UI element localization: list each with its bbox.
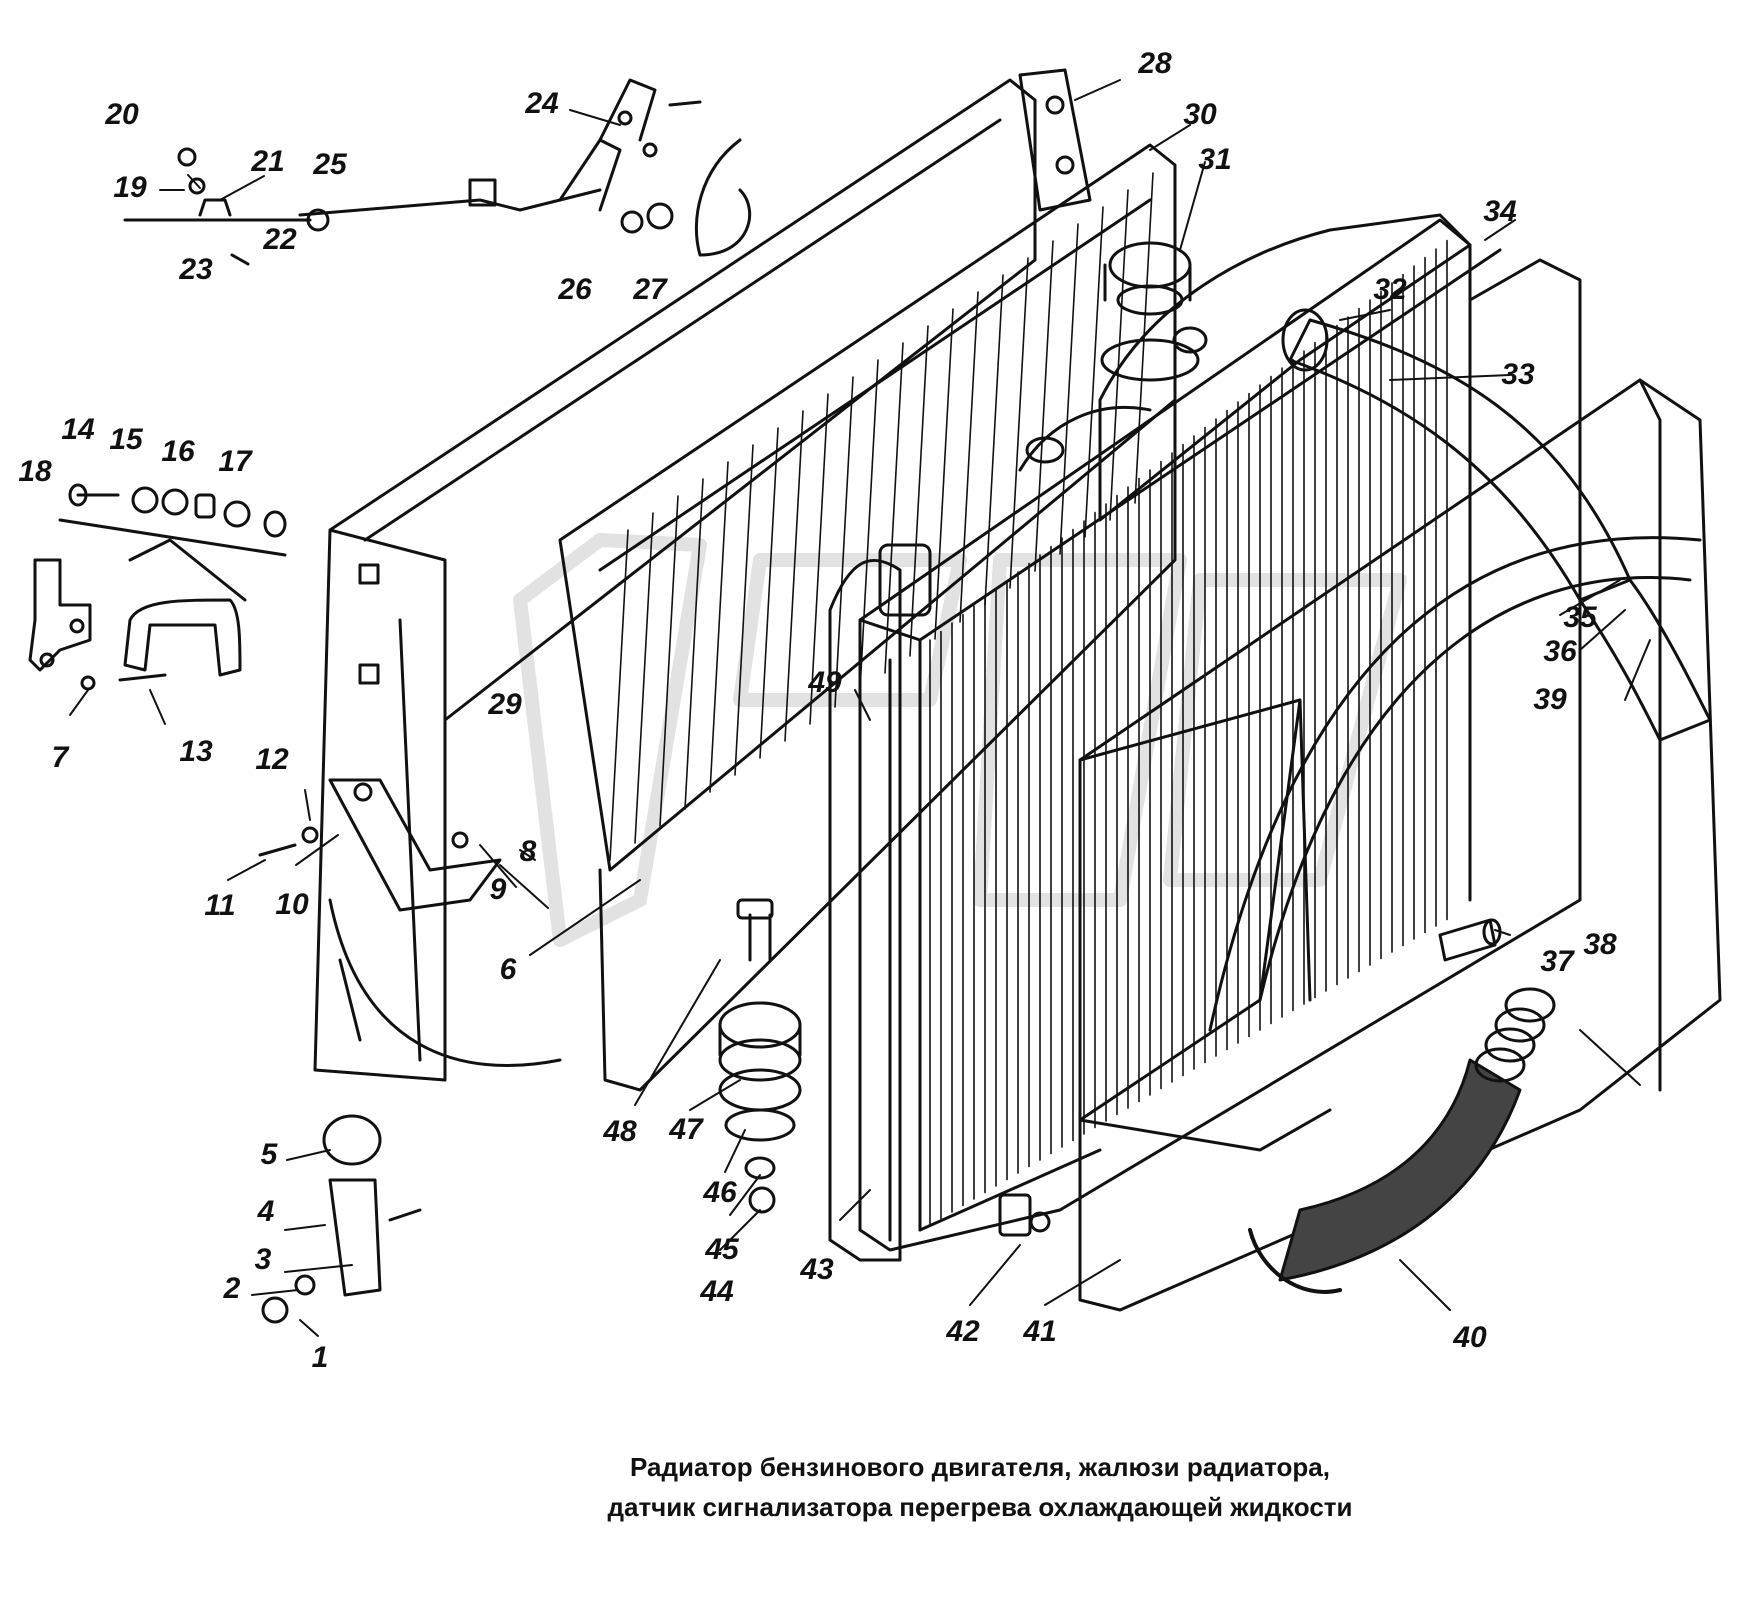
callout-41: 41: [1023, 1315, 1057, 1348]
callout-43: 43: [800, 1253, 834, 1286]
callout-32: 32: [1373, 273, 1407, 306]
header-tank: [1018, 213, 1472, 522]
cushions-48: [718, 898, 802, 1214]
side-plate-44: [828, 543, 932, 1262]
louver-slat: [809, 393, 829, 725]
radiator-core: [858, 218, 1582, 1252]
callout-23: 23: [179, 253, 213, 286]
callout-21: 21: [251, 145, 285, 178]
louver-slat: [684, 478, 704, 810]
bracket-10: [258, 778, 502, 912]
callout-17: 17: [218, 445, 252, 478]
callout-9: 9: [489, 873, 507, 906]
louver-slat: [634, 512, 654, 844]
mount-1-5: [261, 1114, 422, 1324]
callout-13: 13: [179, 735, 213, 768]
callout-44: 44: [700, 1275, 734, 1308]
louver-slat: [859, 359, 879, 691]
callout-19: 19: [113, 171, 147, 204]
caption-line-2: датчик сигнализатора перегрева охлаждающ…: [607, 1492, 1353, 1522]
louver-frame: [313, 78, 1037, 1082]
louver-slat: [609, 529, 629, 861]
callout-11: 11: [204, 889, 236, 922]
louver-slats: [609, 172, 1154, 861]
callout-36: 36: [1543, 635, 1577, 668]
callout-5: 5: [260, 1138, 278, 1171]
callout-22: 22: [263, 223, 297, 256]
callout-27: 27: [633, 273, 667, 306]
callout-48: 48: [603, 1115, 637, 1148]
louver-slat: [834, 376, 854, 708]
caption-line-1: Радиатор бензинового двигателя, жалюзи р…: [630, 1452, 1330, 1482]
callout-26: 26: [558, 273, 592, 306]
callout-7: 7: [51, 741, 69, 774]
callout-35: 35: [1563, 601, 1597, 634]
callout-34: 34: [1483, 195, 1517, 228]
callout-29: 29: [488, 688, 522, 721]
louver-control-cable: [123, 78, 752, 266]
callout-42: 42: [946, 1315, 980, 1348]
louver-slat: [734, 444, 754, 776]
callout-28: 28: [1138, 47, 1172, 80]
bracket-18: [28, 558, 96, 691]
callout-20: 20: [105, 98, 139, 131]
callout-12: 12: [255, 743, 289, 776]
callout-4: 4: [257, 1195, 275, 1228]
louver-slat: [1084, 206, 1104, 538]
louver-slat: [959, 291, 979, 623]
callout-45: 45: [705, 1233, 739, 1266]
callout-39: 39: [1533, 683, 1567, 716]
leader-lines: [69, 79, 1651, 1337]
louver-slat: [1109, 189, 1129, 521]
callout-38: 38: [1583, 928, 1617, 961]
callout-46: 46: [703, 1176, 737, 1209]
louver-slat: [709, 461, 729, 793]
callout-30: 30: [1183, 98, 1217, 131]
upper-hose: [1281, 308, 1712, 742]
callout-18: 18: [18, 455, 52, 488]
louver-slat: [759, 427, 779, 759]
callout-14: 14: [61, 413, 95, 446]
callout-24: 24: [525, 87, 559, 120]
louver-slat: [909, 325, 929, 657]
callout-33: 33: [1501, 358, 1535, 391]
callout-8: 8: [519, 835, 537, 868]
lower-hose: [1248, 1058, 1522, 1294]
strap-17: [118, 598, 242, 682]
bracket-30: [1018, 68, 1092, 212]
callout-1: 1: [311, 1341, 329, 1374]
callout-6: 6: [499, 953, 517, 986]
louver-slat: [1009, 257, 1029, 589]
watermark: [513, 533, 1407, 947]
louver-slat: [984, 274, 1004, 606]
callout-31: 31: [1198, 143, 1232, 176]
fan-shroud: [1078, 378, 1722, 1312]
louver-slat: [934, 308, 954, 640]
spring-38: [1474, 987, 1556, 1083]
louver-slat: [784, 410, 804, 742]
callout-3: 3: [254, 1243, 272, 1276]
louver-slat: [1034, 240, 1054, 572]
callout-15: 15: [109, 423, 143, 456]
louver-slat: [659, 495, 679, 827]
callout-37: 37: [1540, 945, 1574, 978]
louver-slat: [884, 342, 904, 674]
callout-10: 10: [275, 888, 309, 921]
callout-25: 25: [313, 148, 347, 181]
sensor-43: [998, 1193, 1051, 1237]
callout-2: 2: [223, 1272, 241, 1305]
louver-slat: [1059, 223, 1079, 555]
callout-40: 40: [1453, 1321, 1487, 1354]
callout-49: 49: [808, 666, 842, 699]
callout-47: 47: [669, 1113, 703, 1146]
callout-16: 16: [161, 435, 195, 468]
hardware-set-14-23: [58, 483, 287, 602]
